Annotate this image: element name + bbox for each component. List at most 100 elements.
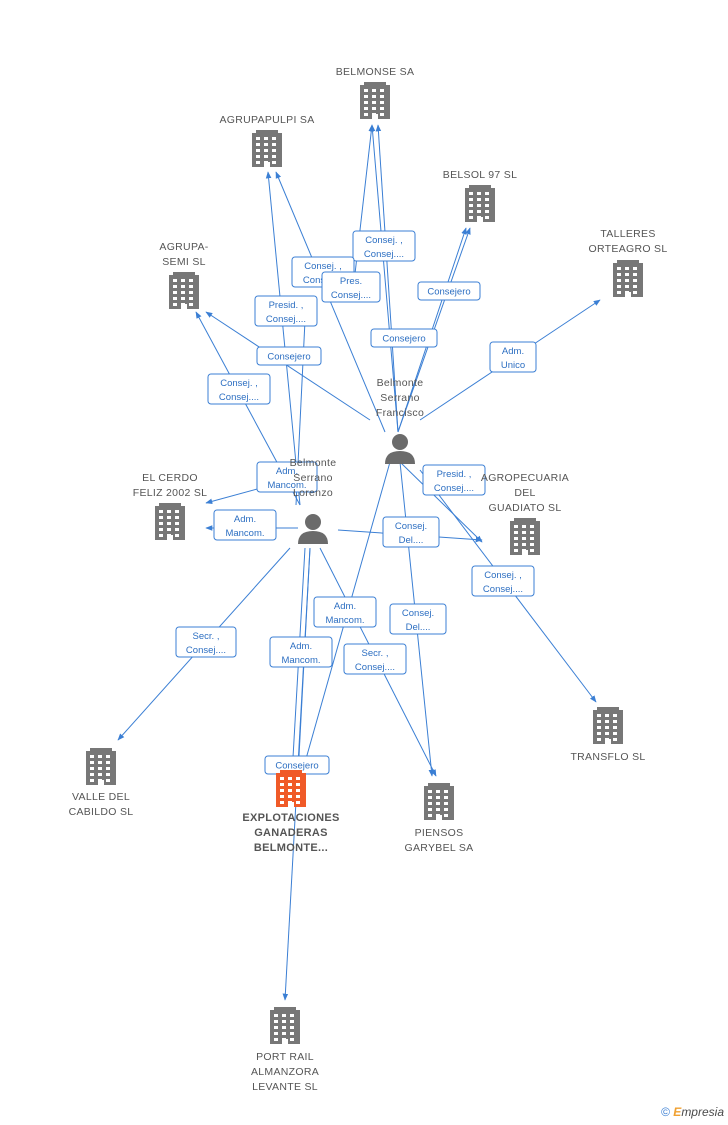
node-label-line: SEMI SL xyxy=(162,256,206,268)
building-icon xyxy=(252,130,282,167)
relationship-badge[interactable]: Consej. , Consej.... xyxy=(207,373,271,405)
building-icon xyxy=(276,770,306,807)
badge-text: Adm. xyxy=(502,346,524,357)
building-icon xyxy=(593,707,623,744)
badge-text: Consej.... xyxy=(219,392,259,403)
node-explotaciones[interactable]: EXPLOTACIONES GANADERAS BELMONTE... xyxy=(242,770,339,854)
badge-text: Adm. xyxy=(290,641,312,652)
node-label-line: ALMANZORA xyxy=(251,1066,319,1078)
badge-text: Secr. , xyxy=(193,631,220,642)
building-icon xyxy=(465,185,495,222)
node-agrupasemi[interactable]: AGRUPA-SEMI SL xyxy=(159,241,208,309)
relationship-badge[interactable]: Consej. , Consej.... xyxy=(352,230,416,262)
node-label-line: Francisco xyxy=(376,407,424,419)
badge-text: Consej. , xyxy=(220,378,258,389)
badge-text: Consejero xyxy=(275,761,318,772)
brand-name: mpresia xyxy=(681,1105,724,1119)
node-label-line: AGROPECUARIA xyxy=(481,472,569,484)
badge-text: Consej.... xyxy=(364,249,404,260)
relationship-badge[interactable]: Secr. ,Consej.... xyxy=(343,643,407,675)
node-label-line: VALLE DEL xyxy=(72,791,130,803)
building-icon xyxy=(360,82,390,119)
node-label-line: EXPLOTACIONES xyxy=(242,812,339,824)
node-label-line: FELIZ 2002 SL xyxy=(133,487,208,499)
relationship-badge[interactable]: Consej. Del.... xyxy=(382,516,440,548)
badge-text: Consejero xyxy=(427,287,470,298)
badge-layer: Consej. ,Consej....Consej. ,Consej....Pr… xyxy=(175,230,537,775)
node-belsol[interactable]: BELSOL 97 SL xyxy=(443,169,517,222)
footer-brand[interactable]: © Empresia xyxy=(661,1105,724,1119)
badge-text: Consej.... xyxy=(186,645,226,656)
node-elcerdo[interactable]: EL CERDO FELIZ 2002 SL xyxy=(133,472,208,540)
node-label-line: TALLERES xyxy=(600,228,655,240)
badge-text: Consej.... xyxy=(331,290,371,301)
node-label-line: EL CERDO xyxy=(142,472,198,484)
relationship-badge[interactable]: Presid. ,Consej.... xyxy=(422,464,486,496)
relationship-edge-0 xyxy=(369,124,399,433)
node-label-line: GARYBEL SA xyxy=(405,842,474,854)
badge-text: Consejero xyxy=(382,334,425,345)
relationship-edge-7 xyxy=(205,311,371,421)
node-label-line: BELMONTE... xyxy=(254,842,328,854)
relationship-badge[interactable]: Consej. , Consej.... xyxy=(471,565,535,597)
relationship-badge[interactable]: Adm. Mancom. xyxy=(256,461,318,493)
badge-text: Del.... xyxy=(406,622,431,633)
node-label-line: PIENSOS xyxy=(415,827,464,839)
relationship-edge-3 xyxy=(265,171,301,506)
relationship-badge[interactable]: Consejero xyxy=(256,346,322,366)
node-valle[interactable]: VALLE DEL CABILDO SL xyxy=(69,748,134,818)
badge-text: Consej.... xyxy=(266,314,306,325)
badge-text: Consej. , xyxy=(304,261,342,272)
person-icon xyxy=(385,434,415,464)
person-icon xyxy=(298,514,328,544)
building-icon xyxy=(86,748,116,785)
relationship-badge[interactable]: Pres.Consej.... xyxy=(321,271,381,303)
relationship-badge[interactable]: Adm.Unico xyxy=(489,341,537,373)
node-layer: BELMONSE SA AGRUPAPULPI SA BELSOL 97 SL TAL… xyxy=(69,66,668,1093)
node-agrupapulpi[interactable]: AGRUPAPULPI SA xyxy=(219,114,314,167)
badge-text: Consej.... xyxy=(355,662,395,673)
badge-text: Mancom. xyxy=(325,615,364,626)
node-label-line: BELMONSE SA xyxy=(336,66,415,78)
badge-text: Consej. , xyxy=(365,235,403,246)
node-label-line: CABILDO SL xyxy=(69,806,134,818)
relationship-badge[interactable]: Adm.Mancom. xyxy=(213,509,277,541)
badge-text: Adm. xyxy=(234,514,256,525)
relationship-badge[interactable]: Presid. ,Consej.... xyxy=(254,295,318,327)
relationship-badge[interactable]: Adm.Mancom. xyxy=(269,636,333,668)
node-label-line: Serrano xyxy=(380,392,419,404)
relationship-edge-21 xyxy=(351,124,375,301)
node-label-line: GUADIATO SL xyxy=(489,502,562,514)
badge-text: Del.... xyxy=(399,535,424,546)
node-label-line: GANADERAS xyxy=(254,827,328,839)
badge-text: Consejero xyxy=(267,352,310,363)
relationship-edge-11 xyxy=(399,461,483,543)
badge-text: Consej.... xyxy=(483,584,523,595)
node-transflo[interactable]: TRANSFLO SL xyxy=(570,707,645,763)
node-label-line: AGRUPAPULPI SA xyxy=(219,114,314,126)
badge-text: Adm. xyxy=(334,601,356,612)
badge-text: Consej. xyxy=(402,608,434,619)
node-belmonse[interactable]: BELMONSE SA xyxy=(336,66,415,119)
badge-text: Consej. , xyxy=(484,570,522,581)
relationship-edge-1 xyxy=(375,124,399,433)
relationship-badge[interactable]: Consejero xyxy=(417,281,481,301)
badge-text: Mancom. xyxy=(267,480,306,491)
badge-text: Adm. xyxy=(276,466,298,477)
building-icon xyxy=(613,260,643,297)
node-label-line: PORT RAIL xyxy=(256,1051,314,1063)
node-piensos[interactable]: PIENSOS GARYBEL SA xyxy=(405,783,474,854)
relationship-badge[interactable]: Consejero xyxy=(370,328,438,348)
relationship-badge[interactable]: Consej. Del.... xyxy=(389,603,447,635)
building-icon xyxy=(270,1007,300,1044)
relationship-badge[interactable]: Secr. , Consej.... xyxy=(175,626,237,658)
badge-text: Consej. xyxy=(395,521,427,532)
node-label-line: TRANSFLO SL xyxy=(570,751,645,763)
relationship-badge[interactable]: Adm. Mancom. xyxy=(313,596,377,628)
building-icon xyxy=(424,783,454,820)
